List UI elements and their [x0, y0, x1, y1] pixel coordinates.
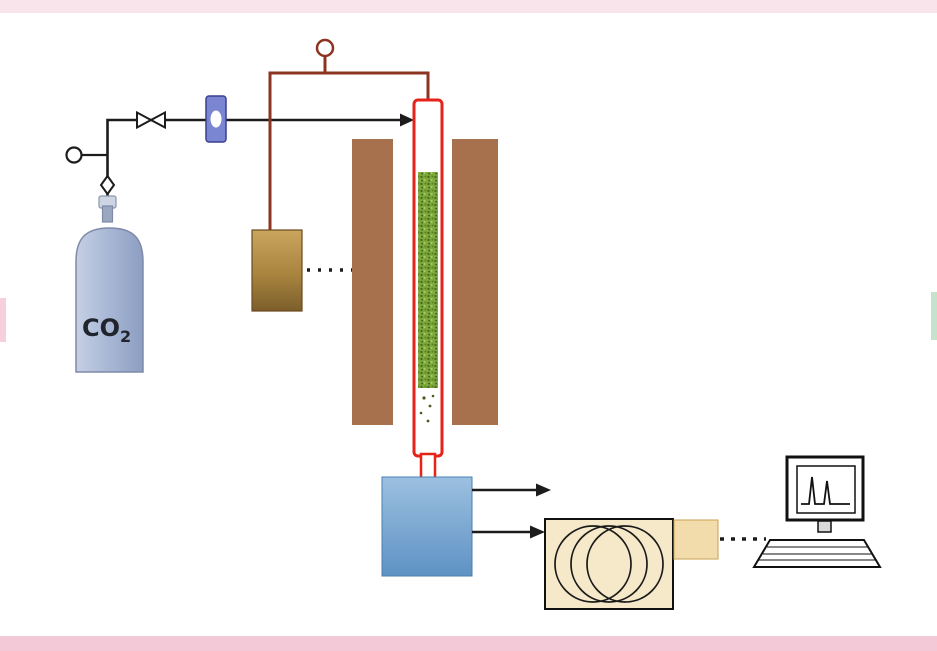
- gc-module: [673, 519, 719, 560]
- furnace-wall-right: [452, 139, 498, 425]
- top-pressure-gauge: [315, 38, 335, 58]
- valve-left-wing: [136, 110, 154, 130]
- scan-edge-bottom: [0, 636, 937, 651]
- gas-outlet-arrow-top: [472, 483, 551, 497]
- valve-right-wing: [148, 110, 166, 130]
- furnace-wall-left: [352, 139, 393, 425]
- flow-meter-window: [210, 110, 222, 128]
- reactor-tube: [412, 98, 444, 480]
- temperature-controller: [251, 229, 352, 312]
- check-valve: [99, 174, 116, 196]
- vent-arrowhead: [536, 483, 551, 497]
- controller-box: [251, 229, 303, 312]
- trap-arrowhead: [530, 525, 545, 539]
- flow-arrow: [400, 113, 414, 127]
- chromatogram-trace: [801, 476, 850, 505]
- co2-cylinder: CO2: [75, 195, 144, 373]
- shutoff-valve: [136, 110, 166, 130]
- scan-edge-left: [0, 298, 6, 342]
- flow-meter: [205, 95, 227, 143]
- coil-loop-1: [554, 525, 632, 603]
- furnace: [352, 139, 498, 425]
- coil-loop-2: [570, 525, 648, 603]
- pressure-gauge: [65, 146, 83, 164]
- gas-outlet-arrow-bottom: [472, 525, 545, 539]
- catalyst-bed: [418, 172, 438, 388]
- reactor-outlet: [419, 452, 437, 480]
- cold-trap-coil: [544, 518, 674, 610]
- condenser: [381, 476, 473, 577]
- coil-loop-3: [586, 525, 664, 603]
- cylinder-body: [75, 227, 144, 373]
- scan-edge-right: [931, 292, 937, 340]
- falling-particles: [419, 394, 435, 423]
- computer: [752, 455, 882, 568]
- feed-gas-line: [65, 95, 414, 206]
- thermo-path: [268, 71, 430, 231]
- monitor-stand: [817, 520, 832, 533]
- thermocouple-line: [268, 38, 430, 231]
- scan-edge-top: [0, 0, 937, 13]
- cylinder-neck: [101, 205, 114, 223]
- co2-label: CO2: [82, 314, 131, 346]
- coil-box: [544, 518, 674, 610]
